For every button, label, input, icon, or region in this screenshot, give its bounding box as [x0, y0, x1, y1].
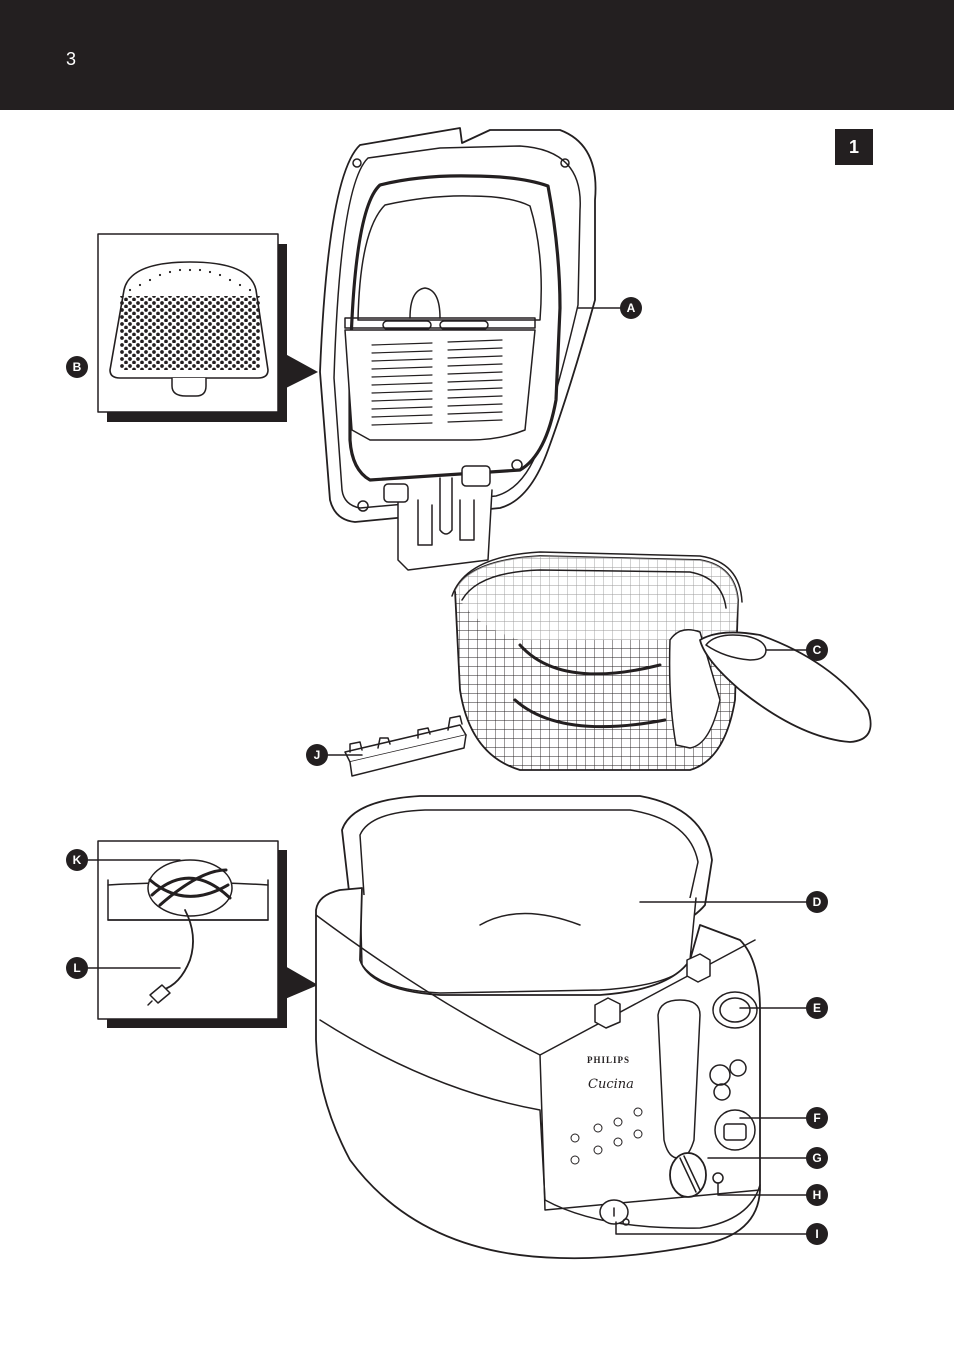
callout-j: J	[306, 744, 328, 766]
callout-k: K	[66, 849, 88, 871]
callout-i: I	[806, 1223, 828, 1245]
callout-g: G	[806, 1147, 828, 1169]
callout-c: C	[806, 639, 828, 661]
lid-clip	[328, 716, 466, 776]
callout-h: H	[806, 1184, 828, 1206]
callout-a: A	[620, 297, 642, 319]
callout-b: B	[66, 356, 88, 378]
callout-f: F	[806, 1107, 828, 1129]
open-lid	[320, 128, 620, 570]
cord-storage-inset	[88, 841, 318, 1028]
appliance-model: Cucina	[588, 1077, 634, 1092]
frying-basket	[452, 552, 871, 770]
appliance-brand: PHILIPS	[587, 1055, 630, 1065]
callout-l: L	[66, 957, 88, 979]
filter-inset	[98, 234, 318, 422]
callout-d: D	[806, 891, 828, 913]
callout-e: E	[806, 997, 828, 1019]
